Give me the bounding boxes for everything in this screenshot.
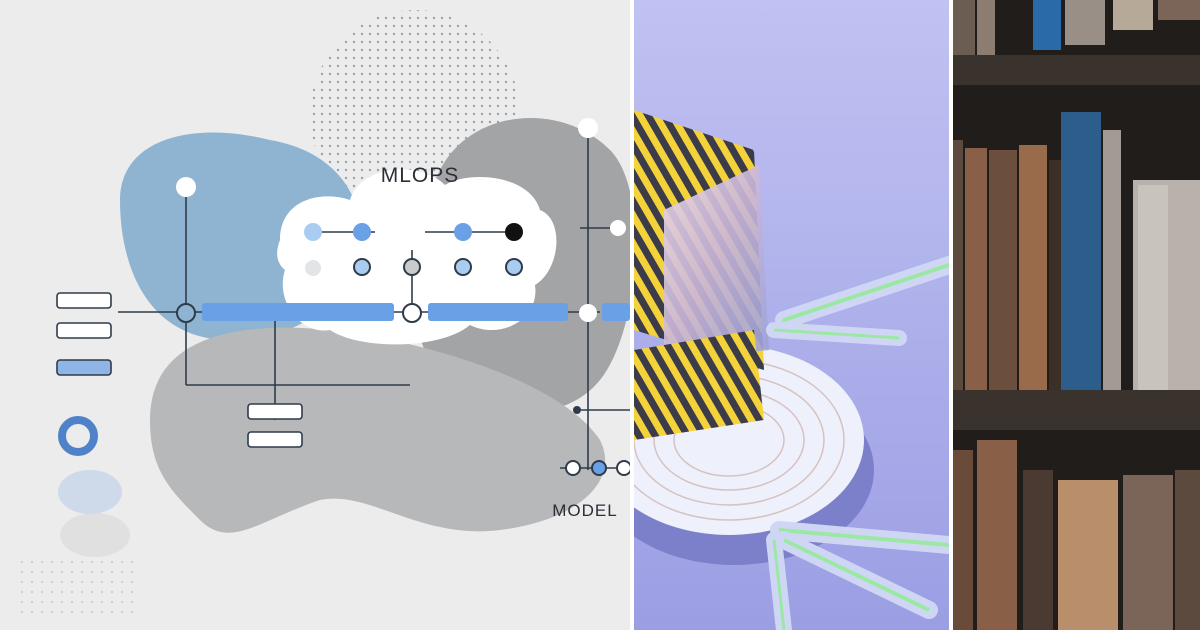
cube-glass-face — [664, 165, 769, 360]
side-rectangles — [56, 292, 303, 448]
mlops-illustration: MLOPS — [0, 0, 630, 630]
books-middle-shelf — [953, 112, 1200, 430]
books-top-shelf — [953, 0, 1200, 60]
glass-cube-render — [634, 0, 949, 630]
ring-icon — [58, 416, 98, 456]
mlops-illustration-panel: MLOPS — [0, 0, 630, 630]
books-bottom-shelf — [953, 440, 1200, 630]
white-cloud — [277, 169, 557, 345]
cube-bottom-stripes — [634, 330, 764, 440]
bookshelf-panel — [953, 0, 1200, 630]
mlops-heading: MLOPS — [381, 164, 460, 187]
blurred-shape-2 — [60, 513, 130, 557]
halftone-corner — [20, 560, 140, 620]
glass-cube-panel — [634, 0, 949, 630]
bookshelf-photo — [953, 0, 1200, 630]
node-dots — [176, 118, 630, 476]
glass-rods — [766, 256, 949, 630]
blurred-shape — [58, 470, 122, 514]
model-label: MODEL — [552, 501, 617, 520]
blue-bar-left — [202, 303, 394, 321]
upper-shelf-board — [953, 55, 1200, 85]
blue-bar-middle — [428, 303, 568, 321]
lower-shelf-board — [953, 390, 1200, 430]
blue-bar-right — [602, 303, 630, 321]
grey-blob-bottom — [150, 327, 606, 533]
